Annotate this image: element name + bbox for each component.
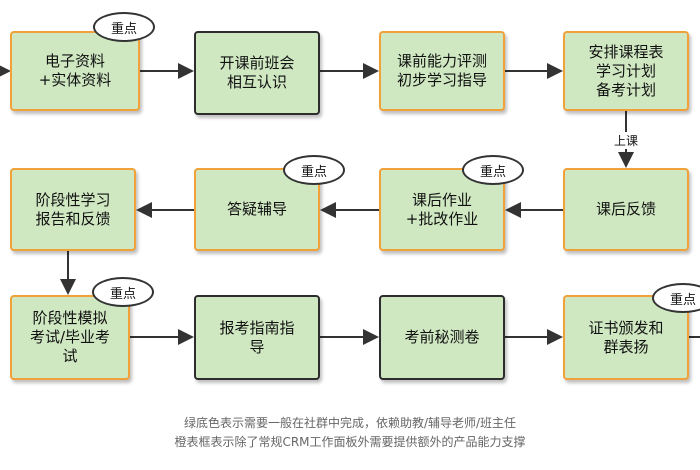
- badge-key-b12: 重点: [652, 283, 700, 313]
- box-label: 安排课程表学习计划备考计划: [588, 42, 664, 99]
- box-label: 报考指南指导: [219, 318, 295, 356]
- box-label: 阶段性模拟考试/毕业考试: [29, 309, 111, 365]
- box-label: 考前秘测卷: [404, 328, 480, 346]
- box-kickoff-meeting: 开课前班会相互认识: [194, 31, 320, 115]
- badge-key-b1: 重点: [93, 12, 155, 42]
- box-stage-report: 阶段性学习报告和反馈: [10, 168, 136, 251]
- legend-green: 绿底色表示需要一般在社群中完成，依赖助教/辅导老师/班主任: [183, 416, 517, 430]
- box-post-class-feedback: 课后反馈: [563, 168, 689, 251]
- badge-key-b9: 重点: [92, 277, 154, 307]
- box-materials: 电子资料+实体资料: [10, 31, 140, 111]
- box-pre-exam-paper: 考前秘测卷: [379, 295, 505, 380]
- box-label: 答疑辅导: [226, 200, 287, 218]
- box-registration-guide: 报考指南指导: [194, 295, 320, 380]
- box-label: 课后作业+批改作业: [405, 190, 479, 228]
- box-label: 阶段性学习报告和反馈: [35, 190, 111, 228]
- box-label: 开课前班会相互认识: [219, 54, 295, 91]
- box-label: 课前能力评测初步学习指导: [396, 52, 487, 89]
- badge-key-b7: 重点: [283, 155, 345, 185]
- box-homework: 课后作业+批改作业: [379, 168, 505, 251]
- box-label: 电子资料+实体资料: [38, 52, 112, 89]
- box-label: 证书颁发和群表扬: [588, 318, 664, 356]
- box-schedule-plan: 安排课程表学习计划备考计划: [563, 31, 689, 111]
- box-pre-assessment: 课前能力评测初步学习指导: [379, 31, 505, 111]
- badge-key-b6: 重点: [462, 155, 524, 185]
- box-label: 课后反馈: [595, 200, 656, 218]
- box-mock-exam: 阶段性模拟考试/毕业考试: [10, 295, 130, 380]
- connector-label-class: 上课: [612, 132, 641, 149]
- legend-orange: 橙表框表示除了常规CRM工作面板外需要提供额外的产品能力支撑: [174, 435, 526, 449]
